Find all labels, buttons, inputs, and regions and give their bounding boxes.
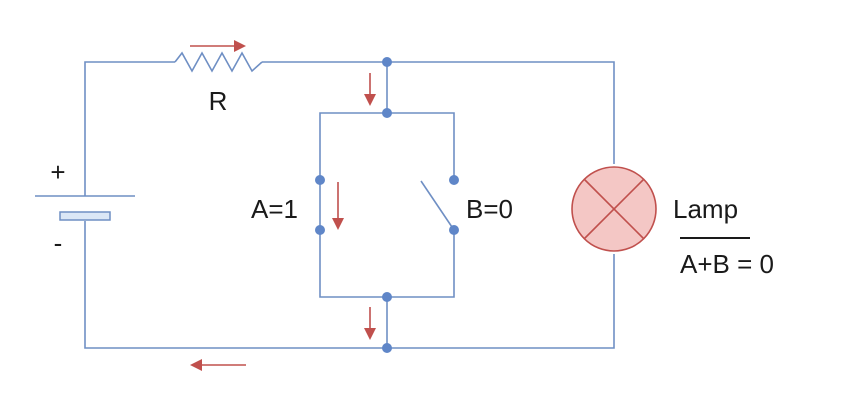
arrow-down-switch-a — [332, 182, 344, 230]
top-left-wire — [84, 61, 175, 196]
node-switch-b-top — [449, 175, 459, 185]
switch-b-label: B=0 — [466, 194, 513, 224]
lamp-symbol — [571, 166, 657, 252]
arrow-down-bottom-junction — [364, 307, 376, 340]
lamp-cross-b — [583, 178, 645, 240]
circuit-wires — [84, 61, 615, 349]
arrow-left-bottom-wire — [190, 359, 246, 371]
right-lower-wire — [84, 221, 615, 349]
nor-expression-result: = 0 — [730, 249, 774, 279]
arrow-down-top-junction — [364, 73, 376, 106]
parallel-box — [319, 112, 455, 298]
battery-minus-sign: - — [54, 228, 63, 258]
node-switch-b-bottom — [449, 225, 459, 235]
node-top-junction — [382, 57, 392, 67]
node-switch-a-top — [315, 175, 325, 185]
top-right-wire — [262, 61, 615, 164]
switch-a-label: A=1 — [251, 194, 298, 224]
battery-symbol — [35, 195, 135, 221]
switch-b-blade — [420, 180, 455, 231]
nor-expression: A+B = 0 — [680, 249, 774, 279]
resistor-symbol — [174, 51, 263, 73]
arrow-right-over-resistor — [190, 40, 246, 52]
current-arrows — [190, 40, 376, 371]
node-box-top — [382, 108, 392, 118]
battery-plus-sign: + — [50, 157, 65, 187]
resistor-label: R — [209, 86, 228, 116]
lamp-label: Lamp — [673, 194, 738, 224]
node-box-bottom — [382, 292, 392, 302]
junction-nodes — [315, 57, 459, 353]
nor-expression-terms: A+B — [680, 249, 730, 279]
node-switch-a-bottom — [315, 225, 325, 235]
node-bottom-junction — [382, 343, 392, 353]
battery-negative-plate — [59, 211, 111, 221]
